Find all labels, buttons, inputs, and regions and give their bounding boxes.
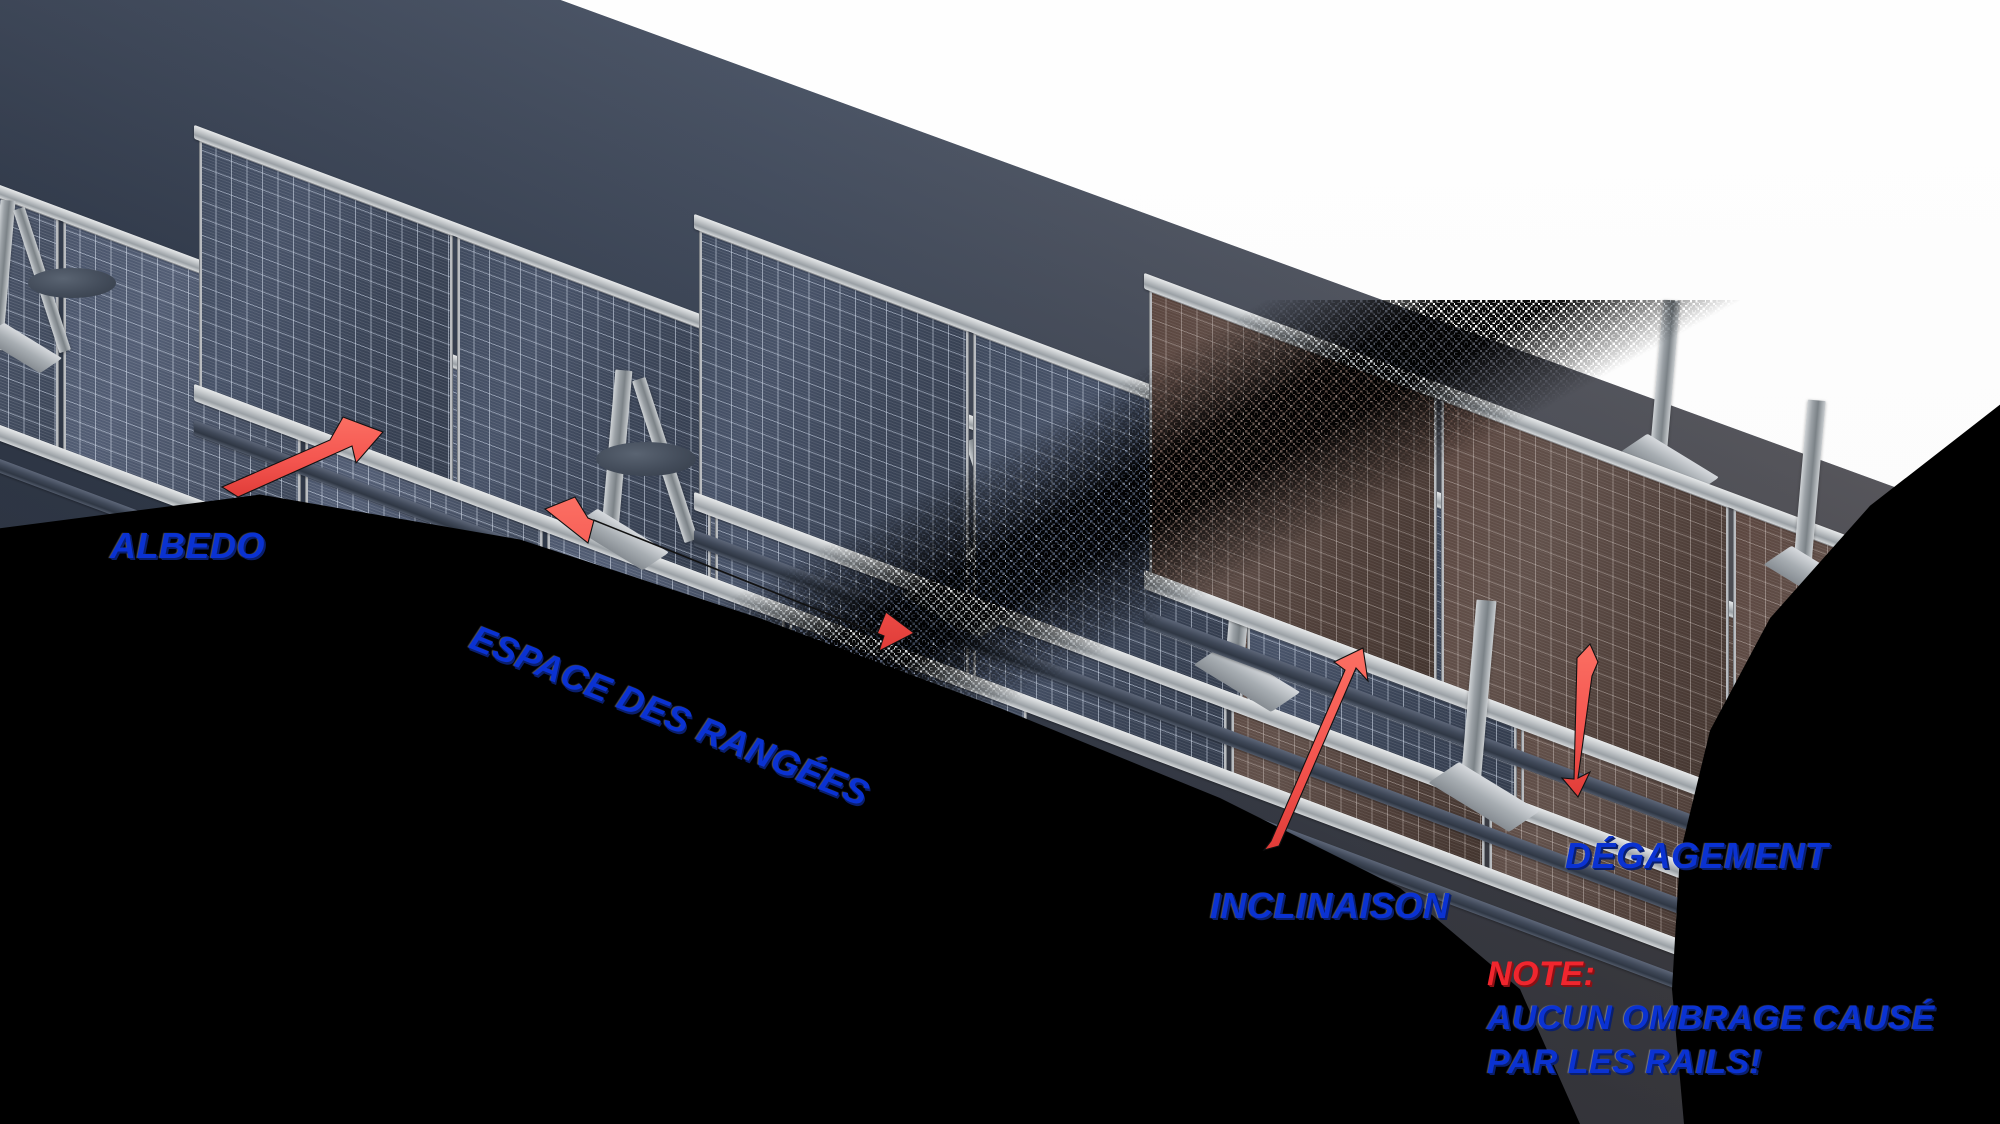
ballast-pad xyxy=(28,268,116,298)
note-block: NOTE: AUCUN OMBRAGE CAUSÉ PAR LES RAILS! xyxy=(1487,955,1935,1081)
clearance-arrow xyxy=(1560,643,1599,799)
row-spacing-arrow xyxy=(543,496,916,653)
note-line-1: AUCUN OMBRAGE CAUSÉ xyxy=(1487,999,1935,1038)
note-line-2: PAR LES RAILS! xyxy=(1487,1043,1762,1082)
tilt-arrow xyxy=(1262,647,1369,851)
label-tilt: INCLINAISON xyxy=(1210,885,1450,926)
label-clearance: DÉGAGEMENT xyxy=(1565,835,1829,876)
albedo-arrow xyxy=(220,416,384,498)
label-albedo: ALBEDO xyxy=(110,525,265,566)
note-heading: NOTE: xyxy=(1487,955,1596,993)
label-row-spacing: ESPACE DES RANGÉES xyxy=(464,616,876,815)
